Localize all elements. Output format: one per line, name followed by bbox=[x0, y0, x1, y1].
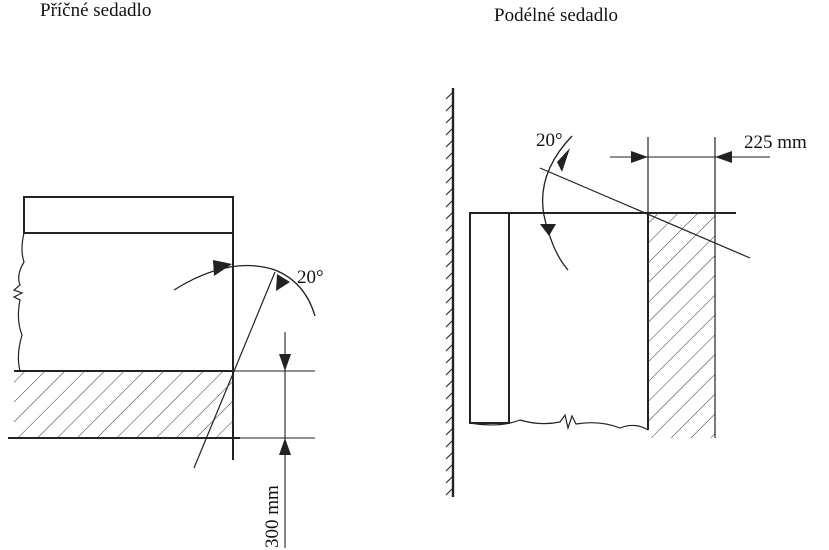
transverse-seat-diagram bbox=[8, 196, 316, 548]
longitudinal-seat-diagram bbox=[445, 88, 770, 497]
backrest-cushion bbox=[469, 212, 510, 424]
angle-label-left: 20° bbox=[297, 267, 324, 288]
break-line-right bbox=[469, 413, 649, 431]
break-line bbox=[12, 232, 25, 372]
title-longitudinal-seat: Podélné sedadlo bbox=[494, 5, 619, 26]
clearance-zone bbox=[648, 213, 715, 438]
angle-arc-right bbox=[541, 135, 573, 271]
title-transverse-seat: Příčné sedadlo bbox=[40, 0, 152, 21]
dimension-label-225: 225 mm bbox=[744, 132, 807, 153]
dimension-label-300: 300 mm bbox=[262, 485, 283, 548]
angle-arc-left bbox=[173, 264, 316, 317]
seat-cushion bbox=[23, 196, 234, 234]
angle-label-right: 20° bbox=[536, 130, 563, 151]
angle-line-left bbox=[193, 271, 276, 469]
wall-hatch bbox=[445, 91, 454, 496]
angle-line-right bbox=[539, 167, 751, 259]
